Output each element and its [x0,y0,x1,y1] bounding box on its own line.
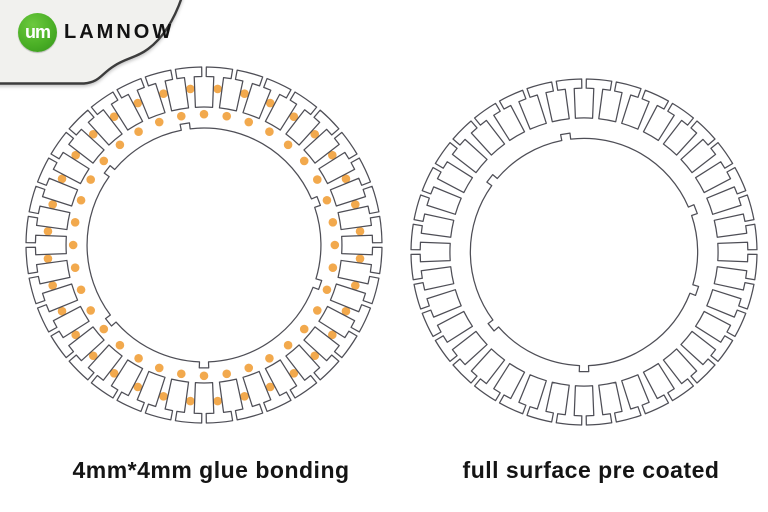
glue-dot [70,217,80,227]
glue-dot [265,98,275,108]
glue-dot [109,112,119,121]
glue-dot [322,195,332,205]
glue-dot [99,324,109,334]
lamination-outline [410,78,758,426]
glue-dot [115,140,125,150]
glue-dot [115,340,125,350]
glue-dot [70,263,80,273]
lamination-outline [25,66,383,424]
glue-dot [86,306,95,315]
glue-dot [213,396,222,406]
glue-dot [57,174,67,184]
glue-dot [289,112,299,121]
glue-dot [199,371,209,381]
glue-dot [43,254,53,263]
glue-dot [240,89,249,98]
glue-dot [222,369,232,379]
glue-dot [299,156,309,166]
glue-dot [265,354,274,363]
glue-dot [283,340,293,350]
bore-outline [86,122,323,369]
glue-dot [310,129,320,139]
glue-dot [159,392,168,401]
glue-dot [88,129,98,139]
glue-dot [154,363,164,373]
glue-dot [351,200,360,209]
glue-dot [244,363,254,373]
glue-dot [48,281,57,290]
glue-dot-rings [43,84,365,406]
glue-dot [313,306,322,315]
glue-dot [330,240,340,250]
caption-pre-coated: full surface pre coated [462,457,720,483]
glue-dot [341,306,351,316]
glue-dot [68,240,78,250]
glue-dot [265,382,275,392]
glue-dot [43,227,53,236]
glue-dot [176,111,186,121]
glue-dot [283,140,293,150]
glue-dot [328,263,338,273]
glue-dot [355,227,365,236]
glue-dot [48,200,57,209]
glue-dot [265,127,274,136]
glue-dot [133,382,143,392]
lamnow-logo-icon: um [18,13,57,52]
glue-dot [76,195,86,205]
bore-outline [469,132,700,373]
glue-dot [322,285,332,295]
glue-dot [159,89,168,98]
glue-dot [289,369,299,378]
glue-dot [154,117,164,127]
stator-glue-bonding [25,66,383,424]
glue-dot [328,150,337,160]
glue-dot [88,351,98,361]
glue-dot [71,150,80,160]
glue-dot [199,109,209,119]
glue-dot [240,392,249,401]
glue-dot [133,98,143,108]
glue-dot [134,354,143,363]
caption-glue-bonding: 4mm*4mm glue bonding [72,457,350,483]
glue-dot [351,281,360,290]
brand-name: LAMNOW [64,21,175,43]
glue-dot [99,156,109,166]
glue-dot [328,330,337,340]
glue-dot [71,330,80,340]
glue-dot [213,84,222,94]
glue-dot [310,351,320,361]
glue-dot [328,217,338,227]
stator-pre-coated [410,78,758,426]
glue-dot [57,306,67,316]
glue-dot [313,175,322,184]
glue-dot [244,117,254,127]
glue-dot [76,285,86,295]
logo-monogram: um [25,21,51,42]
glue-dot [222,111,232,121]
glue-dot [109,369,119,378]
glue-dot [355,254,365,263]
glue-dot [134,127,143,136]
brand-logo: um LAMNOW [18,13,174,52]
glue-dot [186,84,195,94]
glue-dot [341,174,351,184]
glue-dot [176,369,186,379]
glue-dot [186,396,195,406]
glue-dot [299,324,309,334]
glue-dot [86,175,95,184]
